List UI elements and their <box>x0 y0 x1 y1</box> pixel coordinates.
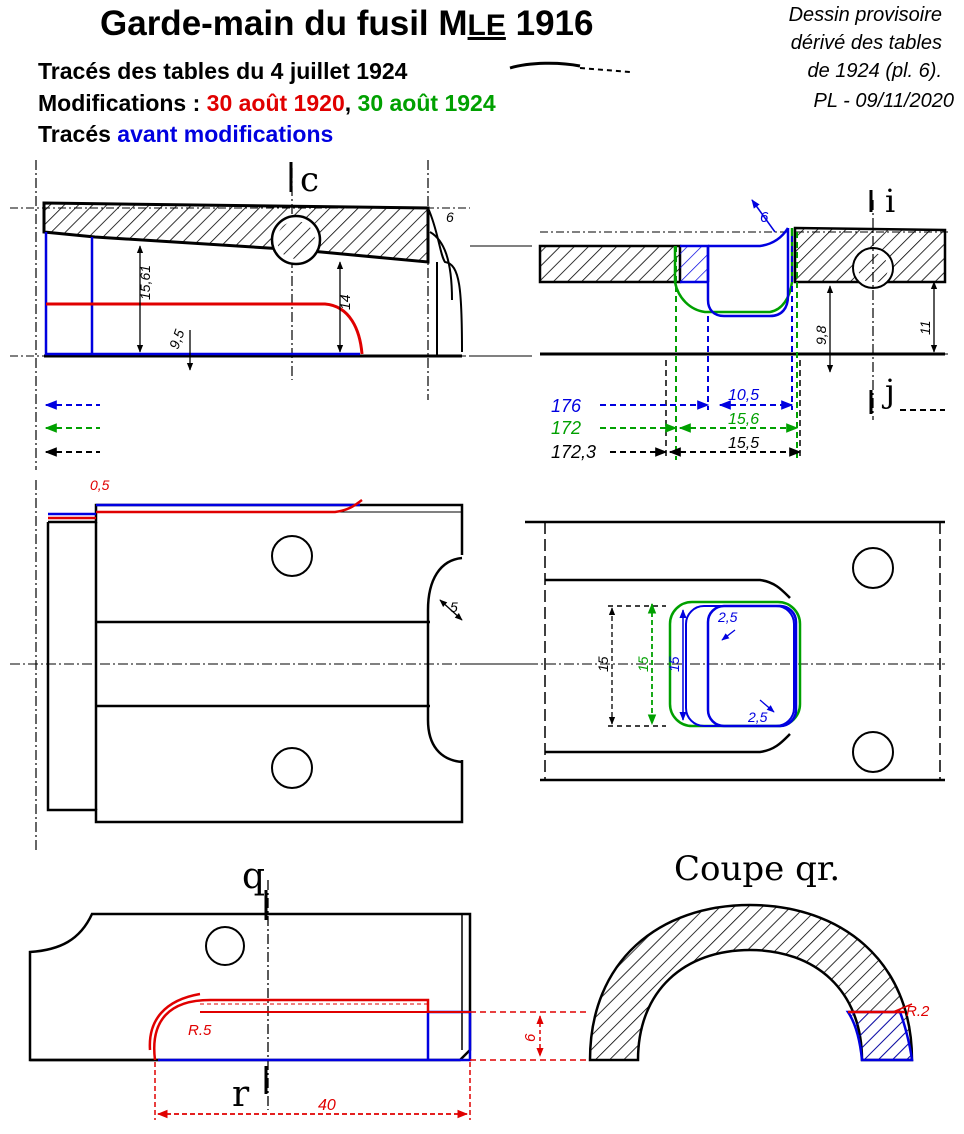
dim-bottom-radius: R.5 <box>188 1022 212 1039</box>
dim-top-left-red-height: 14 <box>337 294 353 310</box>
dim-top-left-bottom: 9,5 <box>166 327 188 351</box>
dim-mid-left-red: 0,5 <box>90 477 110 493</box>
dim-top-left-small: 6 <box>446 209 454 225</box>
legend-line-symbol <box>509 61 631 73</box>
dim-top-left-height: 15,61 <box>137 265 153 300</box>
dim-bottom-height: 6 <box>522 1033 539 1042</box>
subtitle-line-2: Modifications : 30 août 1920, 30 août 19… <box>38 90 496 116</box>
note-line-1: Dessin provisoire <box>788 4 942 26</box>
dim-top-right-height-b: 11 <box>917 320 933 335</box>
section-letter-j: j <box>881 372 895 410</box>
section-letter-q: q <box>242 856 265 897</box>
subtitle-line-1: Tracés des tables du 4 juillet 1924 <box>38 58 408 84</box>
section-letter-r: r <box>232 1074 250 1115</box>
drawing-title: Garde-main du fusil MLE 1916 <box>100 4 594 43</box>
dim-row-green-right: 15,6 <box>728 411 759 428</box>
dim-mid-right-radius-bottom: 2,5 <box>747 709 768 725</box>
section-letter-i: i <box>885 182 895 220</box>
note-line-4: PL - 09/11/2020 <box>813 90 955 112</box>
date-red: 30 août 1920 <box>206 90 345 116</box>
title-superscript: LE <box>467 9 506 42</box>
dim-mid-left-notch: 5 <box>450 599 458 615</box>
section-title: Coupe qr. <box>674 849 840 889</box>
view-bottom-left: q r R.5 40 6 <box>28 856 590 1120</box>
dim-mid-right-green: 15 <box>635 656 651 672</box>
subtitle-line-3: Tracés avant modifications <box>38 121 334 147</box>
dim-row-green-left: 172 <box>551 418 581 438</box>
dim-section-radius: R.2 <box>906 1003 930 1020</box>
dim-top-right-height-a: 9,8 <box>813 325 829 345</box>
view-top-left-section: 15,61 14 9,5 6 c <box>10 160 470 470</box>
section-letter-c: c <box>300 160 319 200</box>
view-middle-left-plan: 0,5 5 <box>10 477 470 850</box>
legend-blue: avant modifications <box>117 121 334 147</box>
dim-top-right-corner: 6 <box>760 209 769 226</box>
note-line-3: de 1924 (pl. 6). <box>807 60 942 82</box>
dim-row-black-left: 172,3 <box>551 442 596 462</box>
view-bottom-right-section: Coupe qr. R.2 <box>588 849 930 1062</box>
view-top-right-section: i j 6 9,8 11 176 10,5 172 15,6 172,3 <box>538 182 950 462</box>
dim-bottom-length: 40 <box>318 1097 336 1114</box>
dim-mid-right-black: 15 <box>595 656 611 672</box>
date-green: 30 août 1924 <box>357 90 496 116</box>
dim-row-blue-left: 176 <box>551 396 582 416</box>
dim-mid-right-radius-top: 2,5 <box>717 609 738 625</box>
dim-row-black-right: 15,5 <box>728 435 759 452</box>
dim-row-blue-right: 10,5 <box>728 387 759 404</box>
dim-mid-right-blue: 15 <box>666 656 682 672</box>
view-middle-right-plan: 15 15 15 2,5 2,5 <box>525 520 945 782</box>
note-line-2: dérivé des tables <box>790 32 942 54</box>
